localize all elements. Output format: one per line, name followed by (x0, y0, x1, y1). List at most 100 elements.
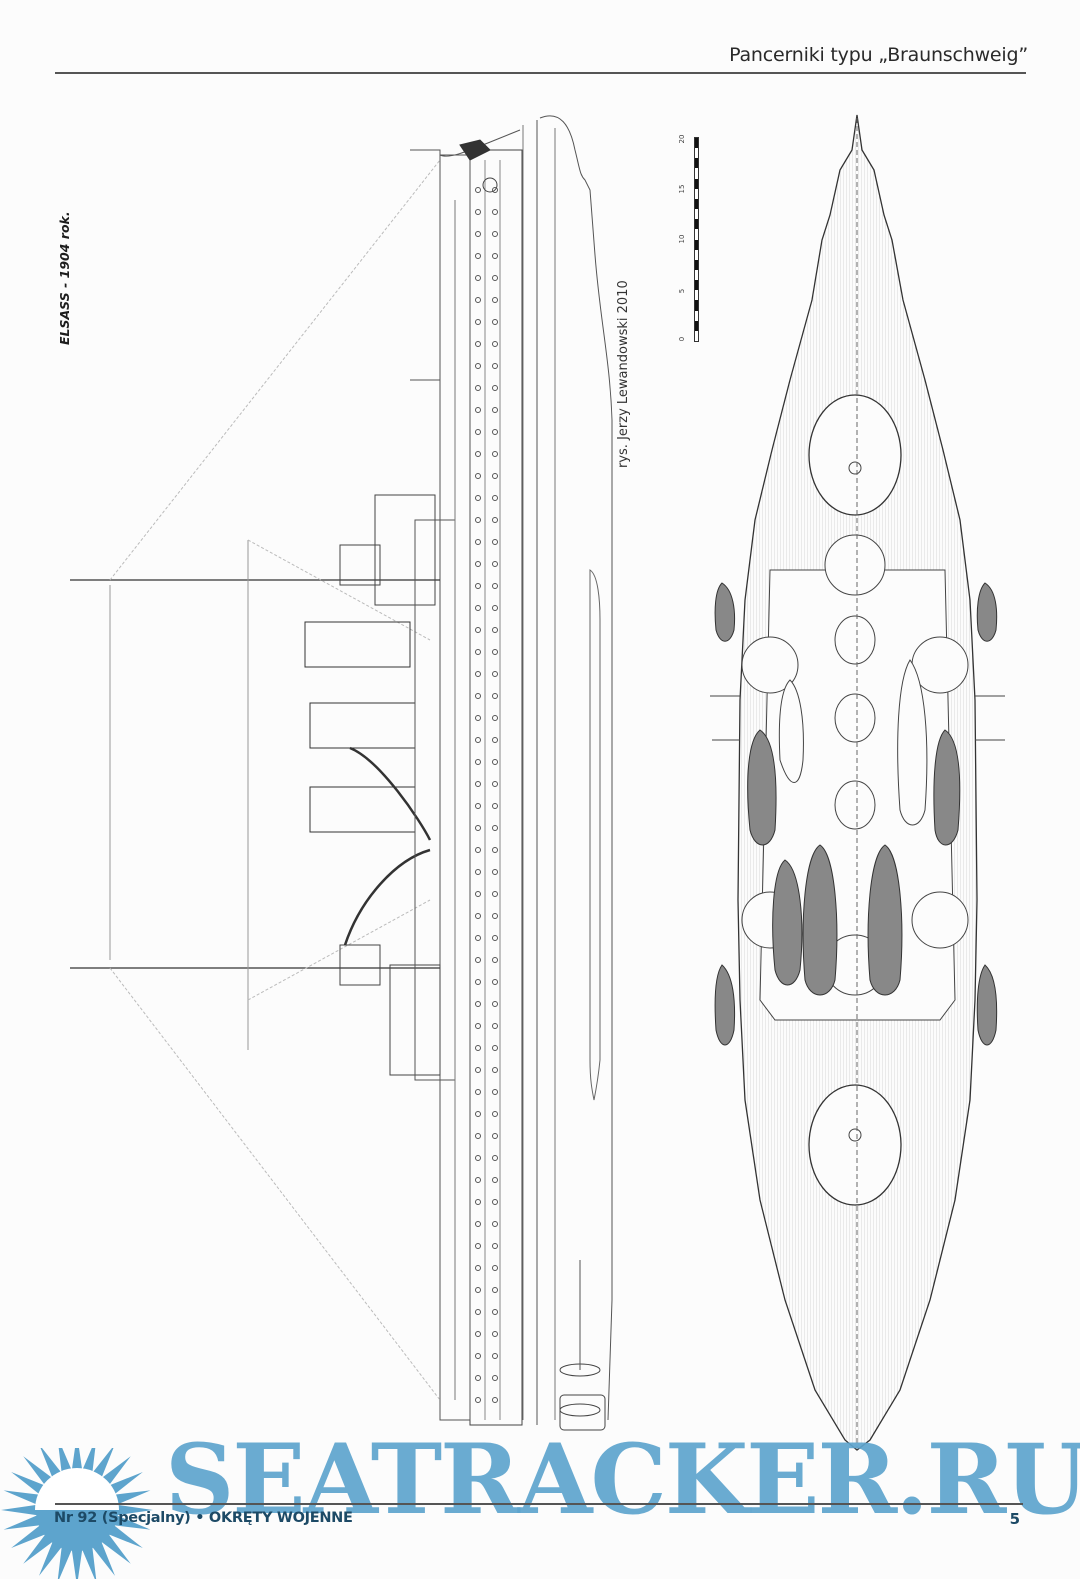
porthole (492, 187, 498, 193)
porthole (492, 429, 498, 435)
porthole (475, 627, 481, 633)
porthole (492, 1375, 498, 1381)
porthole (475, 1089, 481, 1095)
porthole (475, 1331, 481, 1337)
porthole (475, 539, 481, 545)
porthole (475, 671, 481, 677)
porthole (475, 517, 481, 523)
porthole (492, 627, 498, 633)
porthole (492, 319, 498, 325)
deck-plan-drawing (710, 114, 1005, 1451)
scale-segment (695, 259, 698, 270)
porthole (492, 1397, 498, 1403)
scale-segment (695, 178, 698, 189)
porthole (475, 1375, 481, 1381)
porthole (475, 209, 481, 215)
porthole (475, 231, 481, 237)
scale-segment (695, 138, 698, 149)
porthole (475, 979, 481, 985)
porthole (475, 1001, 481, 1007)
porthole (475, 1199, 481, 1205)
porthole (475, 1111, 481, 1117)
porthole (492, 781, 498, 787)
porthole (492, 1243, 498, 1249)
porthole (492, 1001, 498, 1007)
porthole (492, 979, 498, 985)
sun-rays (1, 1448, 153, 1579)
porthole (492, 231, 498, 237)
porthole (475, 1221, 481, 1227)
porthole (492, 1221, 498, 1227)
porthole (492, 275, 498, 281)
porthole (492, 1089, 498, 1095)
porthole (475, 561, 481, 567)
porthole (475, 341, 481, 347)
scale-segment (695, 280, 698, 291)
porthole (475, 1045, 481, 1051)
header-rule (55, 72, 1026, 74)
porthole (475, 847, 481, 853)
porthole (475, 451, 481, 457)
porthole (475, 363, 481, 369)
porthole (475, 1177, 481, 1183)
porthole (492, 385, 498, 391)
porthole (492, 605, 498, 611)
porthole (492, 737, 498, 743)
porthole (492, 451, 498, 457)
porthole (492, 891, 498, 897)
porthole (492, 671, 498, 677)
porthole (492, 1287, 498, 1293)
footer-issue-label: Nr 92 (Specjalny) • OKRĘTY WOJENNE (54, 1510, 353, 1526)
porthole (475, 253, 481, 259)
porthole (492, 715, 498, 721)
porthole (492, 1111, 498, 1117)
porthole (475, 1353, 481, 1359)
porthole (492, 253, 498, 259)
watermark-text: SEATRACKER.RU (165, 1423, 1080, 1536)
porthole (492, 539, 498, 545)
porthole (475, 891, 481, 897)
porthole (492, 847, 498, 853)
porthole (475, 297, 481, 303)
porthole (492, 341, 498, 347)
porthole (492, 1067, 498, 1073)
porthole (475, 1067, 481, 1073)
porthole (492, 913, 498, 919)
porthole (475, 935, 481, 941)
porthole (475, 869, 481, 875)
scale-bar-graduation (694, 137, 699, 342)
porthole (475, 275, 481, 281)
porthole (475, 319, 481, 325)
porthole (475, 495, 481, 501)
porthole (475, 693, 481, 699)
porthole (492, 209, 498, 215)
scale-segment (695, 320, 698, 331)
porthole (475, 781, 481, 787)
porthole (475, 1287, 481, 1293)
porthole (492, 1133, 498, 1139)
porthole (475, 957, 481, 963)
porthole (492, 1309, 498, 1315)
page-number: 5 (1009, 1510, 1020, 1528)
scale-segment (695, 219, 698, 230)
porthole (492, 935, 498, 941)
porthole (475, 1133, 481, 1139)
porthole (492, 583, 498, 589)
scale-segment (695, 300, 698, 311)
porthole (492, 407, 498, 413)
porthole (475, 825, 481, 831)
porthole (492, 561, 498, 567)
porthole (492, 495, 498, 501)
porthole (475, 913, 481, 919)
porthole (475, 407, 481, 413)
scale-segment (695, 239, 698, 250)
porthole (475, 803, 481, 809)
porthole (475, 473, 481, 479)
scale-segment (695, 198, 698, 210)
porthole (492, 649, 498, 655)
porthole (475, 1265, 481, 1271)
porthole (492, 957, 498, 963)
side-profile-drawing (70, 115, 613, 1431)
porthole (492, 297, 498, 303)
footer-rule (55, 1503, 1023, 1505)
